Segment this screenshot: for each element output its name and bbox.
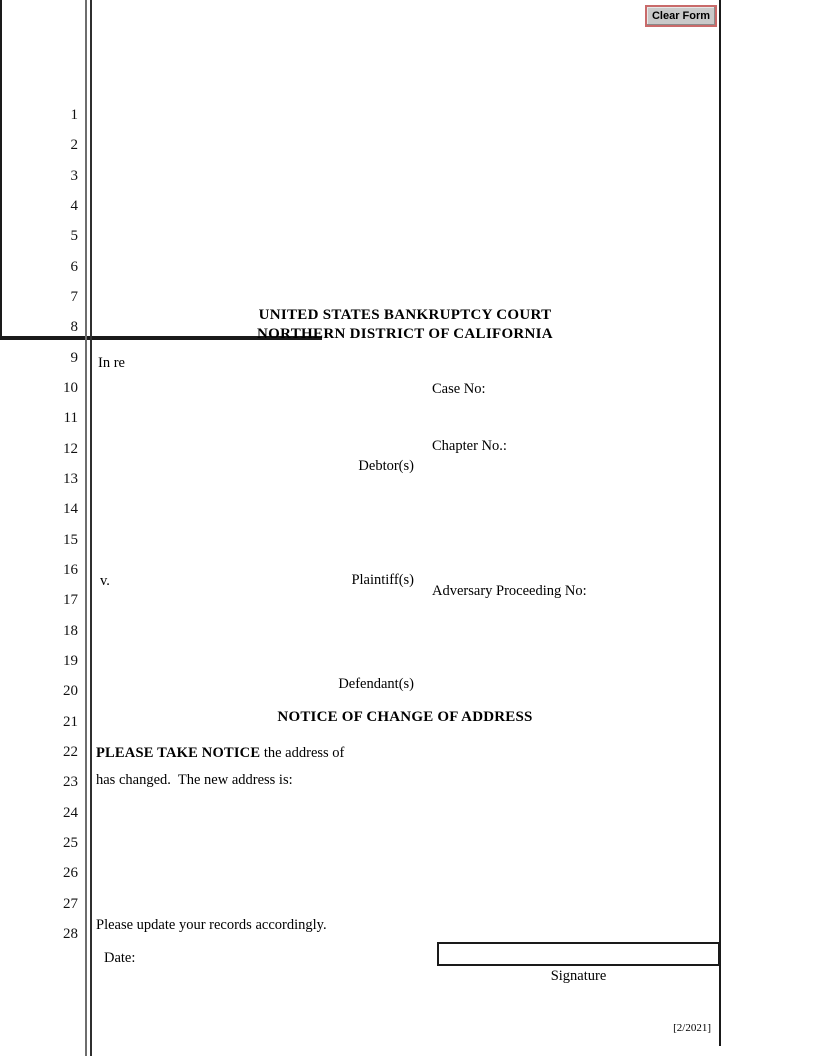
line-number: 13	[63, 470, 78, 487]
case-no-label: Case No:	[432, 381, 486, 397]
signature-label: Signature	[550, 968, 607, 984]
line-number: 12	[63, 440, 78, 457]
line-number: 27	[63, 895, 78, 912]
line-number: 20	[63, 683, 78, 700]
left-margin-rule-inner	[90, 0, 92, 1056]
line-number: 5	[70, 228, 79, 245]
update-records-line: Please update your records accordingly.	[96, 917, 327, 933]
adversary-no-label: Adversary Proceeding No:	[432, 583, 587, 599]
line-number: 3	[70, 167, 79, 184]
line-number: 21	[63, 713, 78, 730]
line-number: 7	[70, 288, 79, 305]
caption-divider-rule	[0, 0, 2, 336]
debtor-underline	[0, 336, 322, 338]
line-number: 10	[63, 379, 78, 396]
debtor-label: Debtor(s)	[358, 458, 414, 474]
line-number: 23	[63, 774, 78, 791]
in-re-label: In re	[98, 355, 125, 371]
line-number: 26	[63, 865, 78, 882]
line-number: 28	[63, 925, 78, 942]
chapter-no-label: Chapter No.:	[432, 438, 507, 454]
defendant-underline	[0, 338, 322, 340]
line-number: 17	[63, 592, 78, 609]
clear-form-button[interactable]: Clear Form	[645, 5, 717, 27]
date-label: Date:	[104, 950, 136, 966]
court-title-line1: UNITED STATES BANKRUPTCY COURT	[258, 307, 552, 323]
take-notice-line: PLEASE TAKE NOTICE the address of	[96, 744, 344, 762]
line-number: 18	[63, 622, 78, 639]
form-revision-tag: [2/2021]	[673, 1022, 711, 1034]
line-number: 24	[63, 804, 78, 821]
line-number: 8	[70, 319, 79, 336]
take-notice-bold: PLEASE TAKE NOTICE	[96, 745, 261, 761]
line-number: 15	[63, 531, 78, 548]
line-number: 11	[63, 410, 78, 427]
line-number: 2	[70, 137, 79, 154]
right-margin-rule	[719, 0, 721, 1046]
line-number: 22	[63, 743, 78, 760]
line-number: 25	[63, 834, 78, 851]
line-number: 14	[63, 501, 78, 518]
left-margin-rule-outer	[85, 0, 87, 1056]
line-number: 19	[63, 652, 78, 669]
line-number: 6	[70, 258, 79, 275]
line-number: 4	[70, 197, 79, 214]
line-number: 9	[70, 349, 79, 366]
address-changed-line: has changed. The new address is:	[96, 772, 293, 788]
defendant-label: Defendant(s)	[338, 676, 414, 692]
versus-label: v.	[100, 573, 110, 589]
court-title: UNITED STATES BANKRUPTCY COURT NORTHERN …	[90, 306, 720, 344]
plaintiff-label: Plaintiff(s)	[351, 572, 414, 588]
line-number: 16	[63, 561, 78, 578]
court-title-line2: NORTHERN DISTRICT OF CALIFORNIA	[257, 326, 553, 342]
notice-heading: NOTICE OF CHANGE OF ADDRESS	[277, 709, 533, 725]
signature-field[interactable]	[437, 942, 720, 966]
line-number: 1	[70, 107, 79, 123]
take-notice-rest: the address of	[260, 745, 345, 761]
